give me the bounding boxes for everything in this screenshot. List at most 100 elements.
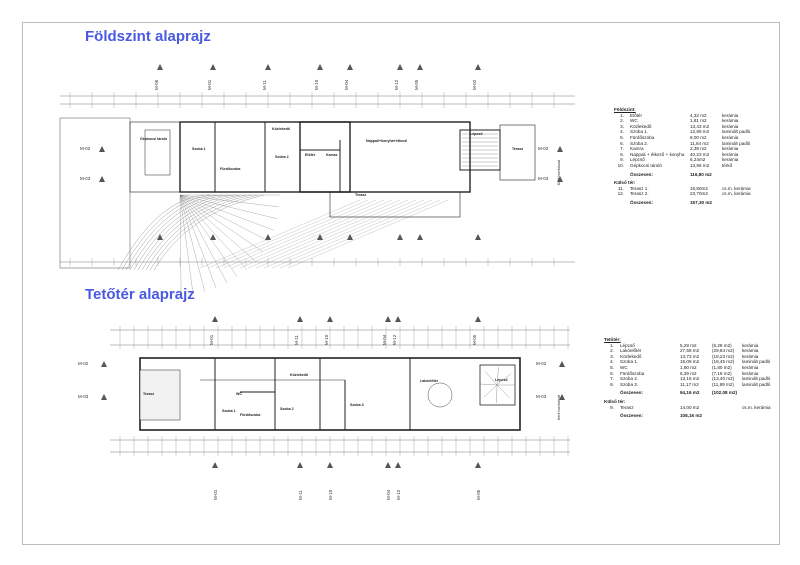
total-value-gross: (102,08 m2) bbox=[712, 390, 738, 396]
room-floor: térkő bbox=[722, 162, 733, 168]
section-marker-icon bbox=[397, 234, 403, 240]
room-name: Terasz 1. bbox=[630, 185, 649, 191]
room-name: WC bbox=[630, 118, 638, 124]
total-value: 116,80 m2 bbox=[690, 171, 712, 177]
room-area: 11,84 m2 bbox=[690, 140, 709, 146]
room-area: 4,32 m2 bbox=[690, 112, 707, 118]
room-area-gross: (18,23 m2) bbox=[712, 353, 735, 359]
room-label: Terasz bbox=[143, 392, 154, 396]
hatch-line bbox=[279, 199, 441, 269]
curved-path-line bbox=[179, 194, 238, 278]
axis-label: M-12 bbox=[394, 79, 399, 90]
table-row: 8.Szoba 3.11,17 m2(11,89 m2)laminált pad… bbox=[604, 382, 771, 388]
room-label: Előtér bbox=[305, 153, 316, 157]
curved-path-line bbox=[179, 194, 228, 284]
house-wall-east bbox=[299, 121, 471, 193]
curved-path-line bbox=[179, 194, 274, 231]
sheet-border bbox=[22, 22, 780, 545]
stair-step bbox=[496, 367, 499, 386]
axis-label: M-03 bbox=[78, 394, 89, 399]
room-no: 9. bbox=[610, 404, 614, 410]
section-marker-icon bbox=[157, 64, 163, 70]
stair-step bbox=[483, 384, 498, 398]
room-no: 6. bbox=[610, 370, 614, 376]
room-no: 3. bbox=[620, 123, 624, 129]
stair-step bbox=[496, 373, 512, 386]
room-label: Gépkocsi tároló bbox=[140, 137, 168, 141]
room-area: 27,58 m2 bbox=[680, 348, 700, 354]
spacer bbox=[614, 172, 624, 178]
curved-path-line bbox=[179, 194, 269, 242]
room-no: 5. bbox=[610, 364, 614, 370]
curved-path-line bbox=[141, 194, 247, 271]
room-area: 8,00 m2 bbox=[690, 134, 707, 140]
room-floor: kerámia bbox=[742, 342, 759, 348]
curved-path-line bbox=[125, 194, 223, 271]
total-row: Összesen:94,16 m2(102,08 m2) bbox=[604, 390, 771, 396]
table-title: Tetőtér: bbox=[604, 337, 621, 342]
hatch-line bbox=[255, 199, 417, 269]
room-no: 4. bbox=[620, 129, 624, 135]
section-marker-icon bbox=[212, 316, 218, 322]
axis-label: M-03 bbox=[536, 394, 547, 399]
section-marker-icon bbox=[559, 394, 565, 400]
room-no: 7. bbox=[620, 146, 624, 152]
room-floor: kerámia bbox=[742, 364, 759, 370]
curved-path-line bbox=[117, 194, 211, 271]
room-label: Terasz bbox=[512, 147, 523, 151]
total-row: Összesen:116,80 m2 bbox=[614, 172, 751, 178]
room-area-gross: (18,45 m2) bbox=[712, 359, 735, 365]
axis-label: M-12 bbox=[396, 489, 401, 500]
spacer bbox=[604, 390, 614, 396]
room-floor: cs.m. kerámia bbox=[742, 404, 771, 410]
room-floor: laminált padló bbox=[742, 376, 771, 382]
grand-total-row: Összesen:108,16 m2 bbox=[604, 413, 771, 419]
room-area: 1,80 m2 bbox=[680, 364, 697, 370]
room-no: 1. bbox=[620, 112, 624, 118]
room-label: Szoba 3 bbox=[350, 403, 364, 407]
room-floor: kerámia bbox=[722, 134, 739, 140]
room-floor: laminált padló bbox=[742, 381, 771, 387]
stair-step bbox=[485, 371, 498, 386]
room-label: Szoba 1 bbox=[222, 409, 236, 413]
axis-label: M-10 bbox=[314, 79, 319, 90]
room-area: 13,86 m2 bbox=[690, 162, 710, 168]
room-area: 40,23 m2 bbox=[690, 151, 710, 157]
table-icon bbox=[427, 382, 453, 408]
room-area: 2,38 m2 bbox=[690, 146, 707, 152]
axis-label: M-04 bbox=[344, 79, 349, 90]
terrace bbox=[139, 369, 181, 421]
hatch-line bbox=[215, 199, 377, 269]
grand-total-row: Összesen:157,30 m2 bbox=[614, 200, 751, 206]
axis-label: M-01 bbox=[209, 334, 214, 345]
room-name: Közlekedő bbox=[630, 123, 652, 129]
room-name: Szoba 1. bbox=[620, 359, 639, 365]
room-area-gross: (5,28 m2) bbox=[712, 342, 732, 348]
axis-label: M-04 bbox=[382, 334, 387, 345]
axis-label: M-03 bbox=[538, 176, 549, 181]
axis-label: M-12 bbox=[392, 334, 397, 345]
room-floor: kerámia bbox=[722, 151, 739, 157]
facade-label: Kerti homlokzat bbox=[557, 160, 561, 185]
hatch-line bbox=[199, 199, 361, 269]
section-marker-icon bbox=[559, 361, 565, 367]
axis-label: M-11 bbox=[262, 80, 267, 90]
section-marker-icon bbox=[210, 64, 216, 70]
section-marker-icon bbox=[397, 64, 403, 70]
room-area: 13,15 m2 bbox=[680, 376, 700, 382]
room-floor: kerámia bbox=[722, 146, 739, 152]
table-title: Földszint: bbox=[614, 107, 636, 112]
room-no: 8. bbox=[610, 381, 614, 387]
section-marker-icon bbox=[385, 462, 391, 468]
room-area: 13,43 m2 bbox=[690, 123, 710, 129]
room-label: Fürdőszoba bbox=[240, 413, 261, 417]
room-area-gross: (11,89 m2) bbox=[712, 381, 734, 387]
